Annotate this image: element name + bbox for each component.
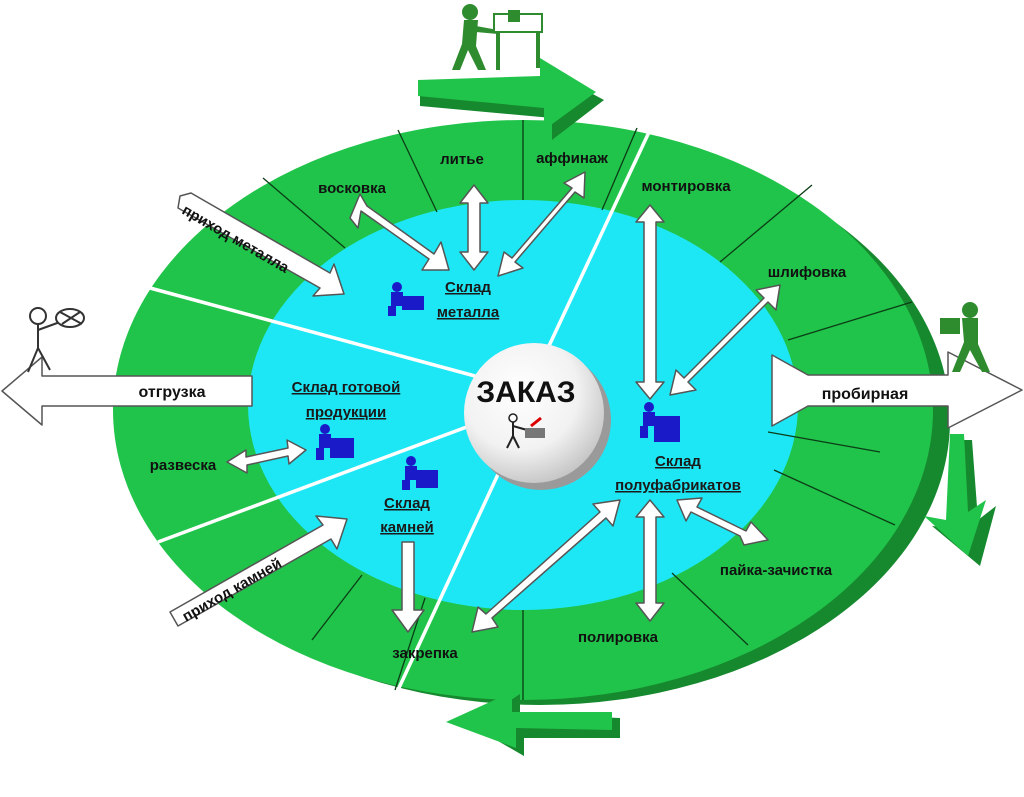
worker-icon-finished (316, 424, 354, 460)
cycle-arrow-top (418, 58, 604, 140)
arrow-polirovka-semi (635, 499, 665, 622)
order-worker-icon (506, 413, 545, 449)
stage-razveska: развеска (150, 457, 217, 474)
arrow-litye-metal (459, 184, 489, 271)
arrow-shipping (1, 356, 253, 426)
order-hub (464, 343, 604, 483)
cycle-arrow-bottom (446, 692, 620, 756)
stage-shlifovka: шлифовка (768, 264, 847, 281)
stage-litye: литье (440, 151, 484, 168)
worker-box-icon (940, 302, 990, 372)
warehouse-metal-line1: Склад (445, 279, 491, 296)
arrow-metal-in (177, 192, 345, 297)
ring-dividers (262, 120, 913, 700)
warehouse-stones-line2: камней (380, 519, 434, 536)
arrow-razveska-finished (226, 439, 307, 474)
worker-icon-metal (388, 282, 424, 316)
stage-montirovka: монтировка (641, 178, 731, 195)
shipping-person-icon (27, 307, 85, 373)
stage-labels: восковка литье аффинаж монтировка шлифов… (150, 150, 847, 662)
assay-label: пробирная (822, 386, 909, 403)
arrow-stones-in (169, 515, 348, 627)
stage-affinazh: аффинаж (536, 150, 608, 167)
order-title: ЗАКАЗ (476, 376, 575, 409)
stage-voskovka: восковка (318, 180, 387, 197)
worker-icon-stones (402, 456, 438, 490)
stage-polirovka: полировка (578, 629, 659, 646)
warehouse-stones-line1: Склад (384, 495, 430, 512)
warehouse-finished-line1: Склад готовой (292, 379, 401, 396)
warehouse-semi-line2: полуфабрикатов (615, 477, 741, 494)
worker-icon-semi (640, 402, 680, 442)
warehouse-finished-line2: продукции (306, 404, 386, 421)
arrow-semi-stones-diag (471, 499, 621, 633)
arrow-shlifovka-semi (669, 284, 781, 396)
stage-zakrepka: закрепка (392, 645, 458, 662)
worker-cart-icon (452, 4, 543, 70)
spokes (149, 129, 652, 691)
arrow-montirovka-semi (635, 204, 665, 400)
arrow-payka-semi (676, 497, 769, 546)
stage-payka: пайка-зачистка (720, 562, 833, 579)
arrow-affinazh-metal (497, 171, 586, 277)
cycle-arrow-right (924, 434, 996, 566)
warehouse-semi-line1: Склад (655, 453, 701, 470)
shipping-label: отгрузка (139, 384, 206, 401)
warehouse-metal-line2: металла (437, 304, 500, 321)
arrow-voskovka-metal (349, 193, 450, 271)
arrow-stones-zakrepka (391, 541, 425, 633)
